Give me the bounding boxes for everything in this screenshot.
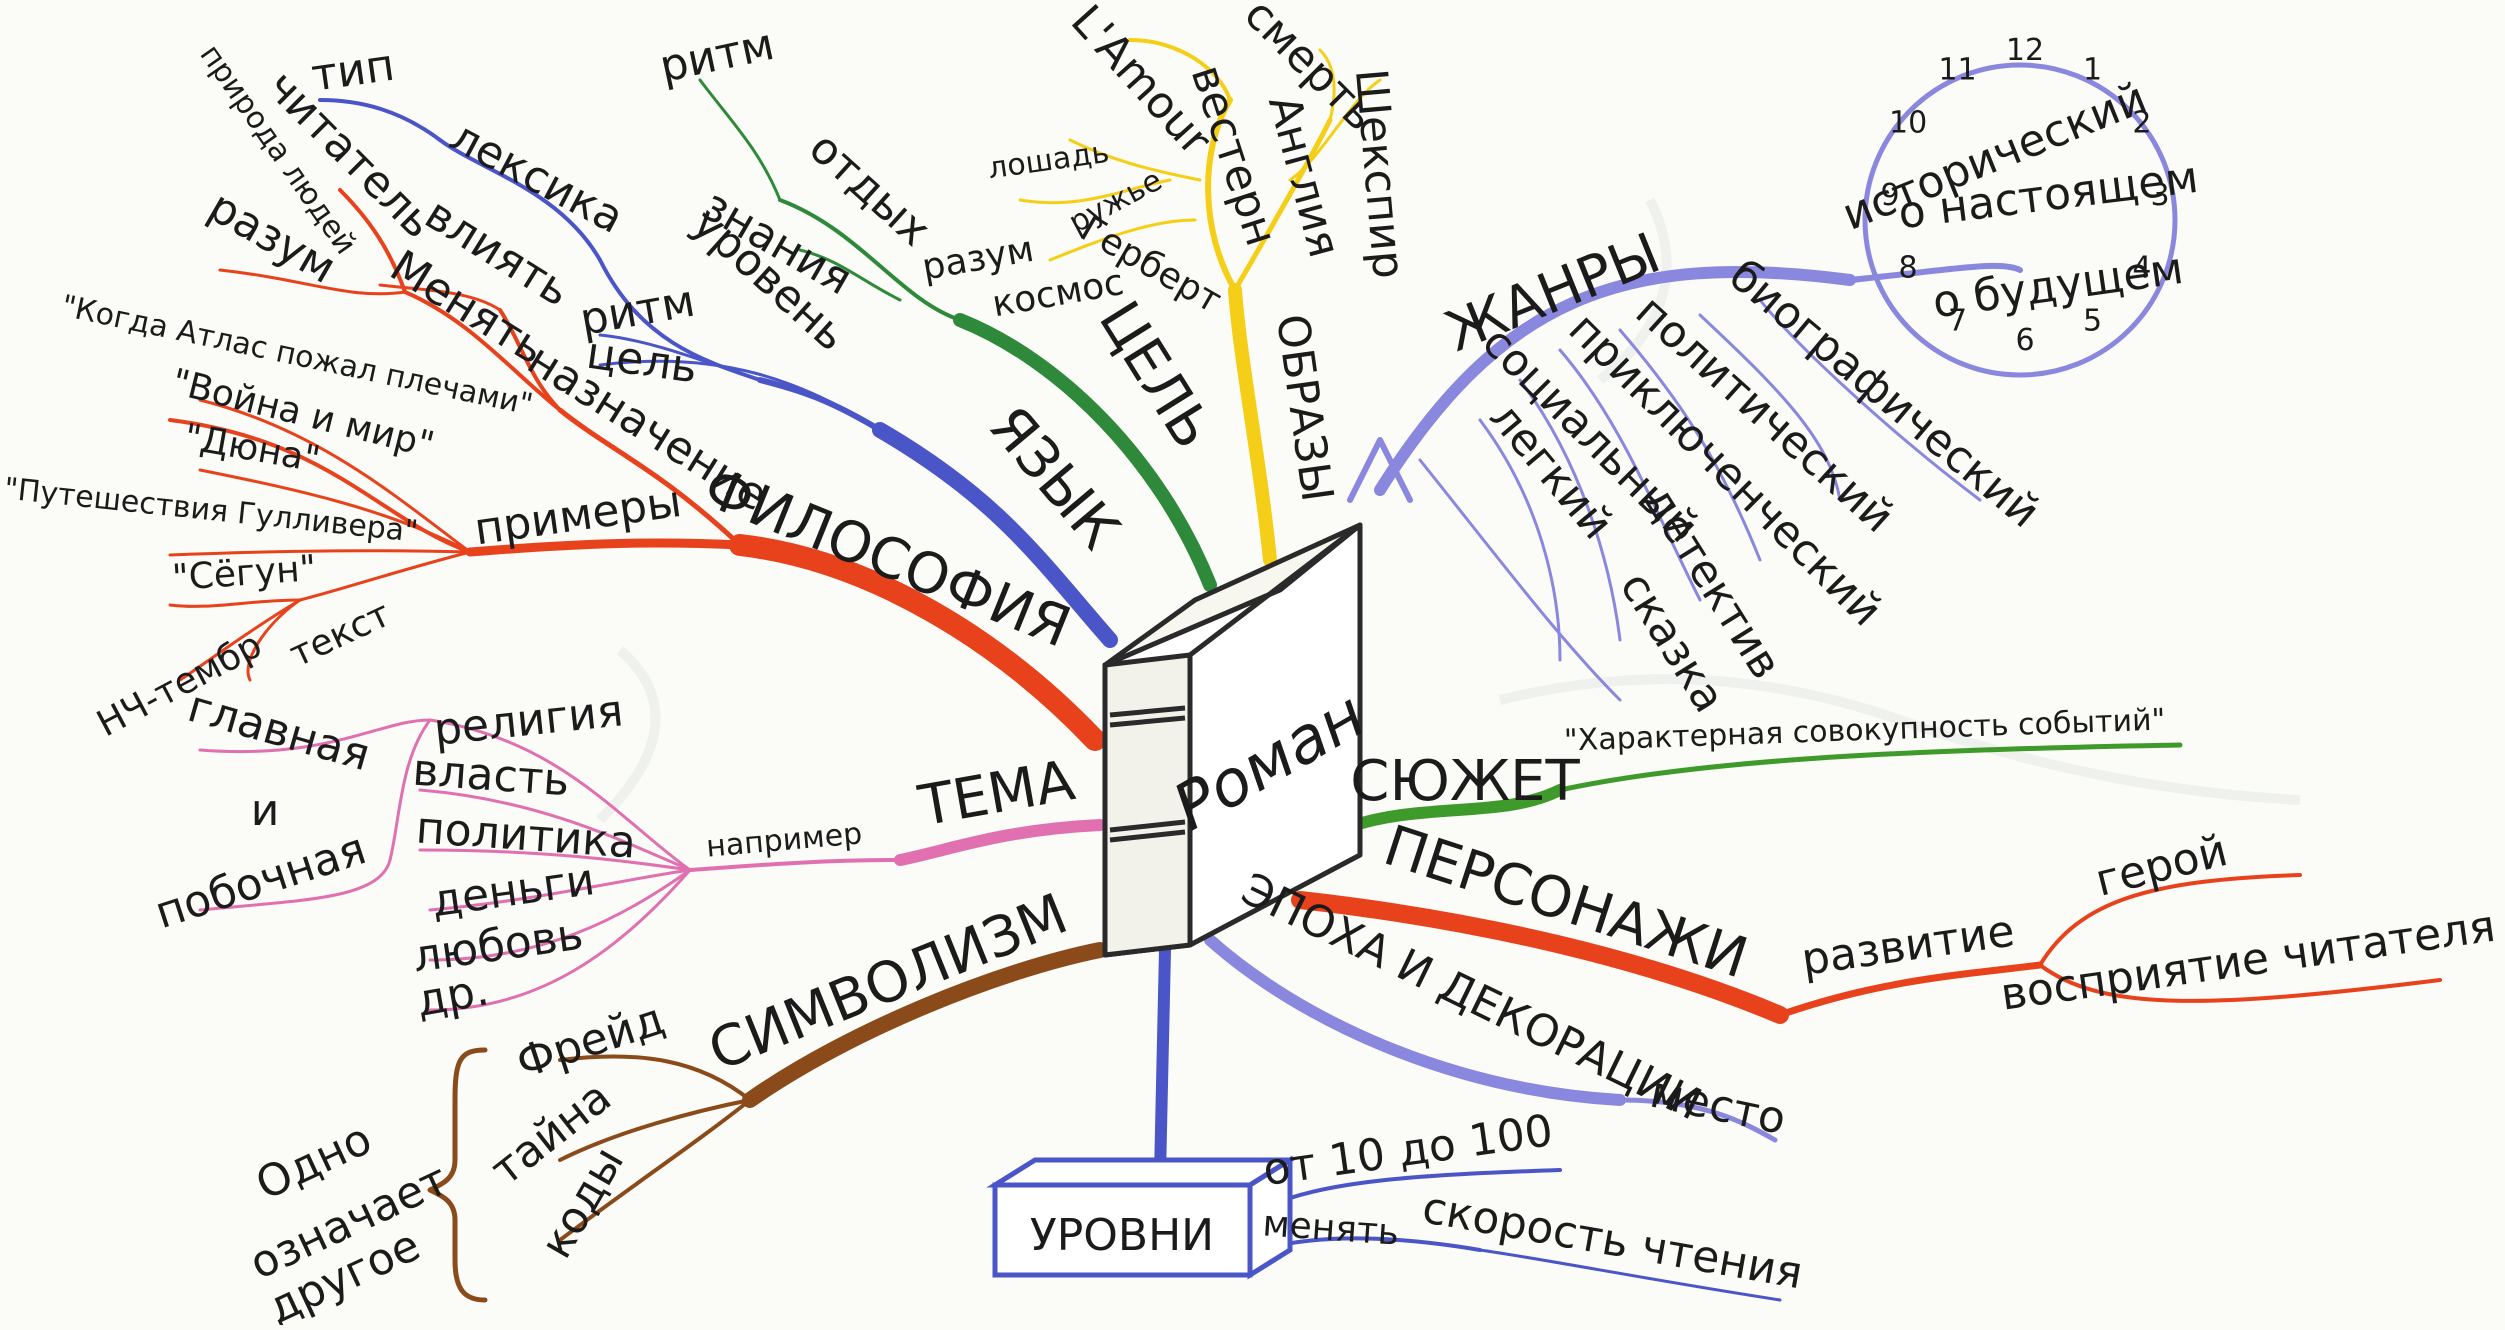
language-branch-lines — [318, 98, 1118, 648]
plot-branch-lines — [1334, 742, 2183, 836]
philosophy-branch-lines — [168, 188, 1106, 751]
characters-vospriyatie: восприятие читателя — [1998, 901, 2499, 1021]
philosophy-tekst: текст — [284, 594, 397, 676]
theme-branch-lines — [198, 718, 1106, 1012]
philosophy-sublabels: назначение Менять влиять разум читатель … — [2, 38, 776, 745]
levels-menyat: менять — [1261, 1203, 1400, 1253]
clock-number: 7 — [1948, 304, 1967, 339]
clock-number: 1 — [2083, 52, 2102, 87]
goal-sublabels: знания отдых ритм — [655, 19, 940, 305]
levels-skorost: скорость чтения — [1419, 1182, 1807, 1299]
book-icon — [1102, 522, 1363, 958]
clock-number: 3 — [2150, 178, 2169, 213]
characters-geroy: герой — [2090, 825, 2232, 907]
background-watermark — [596, 197, 2301, 824]
levels-ot10: от 10 до 100 — [1260, 1105, 1556, 1196]
images-shekspir: Шекспир — [1345, 67, 1414, 281]
symbolism-label: СИМВОЛИЗМ — [700, 882, 1077, 1085]
levels-label: УРОВНИ — [1030, 1210, 1214, 1261]
theme-sublabels: например религия власть политика деньги … — [149, 681, 864, 1027]
language-tip: тип — [308, 40, 397, 102]
philosophy-gulliver: "Путешествия Гулливера" — [2, 471, 419, 549]
goal-otdyh: отдых — [799, 122, 940, 256]
images-sublabels: L'Amour вестерн лошадь ружье разум Гербе… — [919, 0, 1414, 325]
theme-glavnaya: главная — [182, 681, 375, 781]
theme-i: и — [251, 785, 280, 836]
images-vestern: вестерн — [1181, 59, 1287, 252]
levels-box — [986, 1155, 1299, 1280]
images-loshad: лошадь — [986, 135, 1111, 187]
goal-branch-lines — [698, 78, 1217, 592]
characters-branch-lines — [1291, 873, 2442, 1024]
genres-clock-numbers: 12 12 3 45 6 78 9 10 11 — [1880, 33, 2169, 358]
clock-number: 12 — [2006, 33, 2044, 68]
clock-number: 11 — [1938, 52, 1976, 87]
symbolism-branch-lines — [427, 942, 1108, 1303]
clock-number: 10 — [1889, 106, 1927, 141]
clock-number: 2 — [2132, 106, 2151, 141]
goal-ritm: ритм — [655, 19, 778, 93]
theme-vlast: власть — [411, 745, 571, 807]
epoch-mesto: место — [1646, 1067, 1791, 1145]
theme-naprimer: например — [705, 816, 864, 864]
clock-number: 5 — [2083, 304, 2102, 339]
theme-religiya: религия — [431, 685, 625, 756]
clock-number: 8 — [1899, 251, 1918, 286]
plot-label: СЮЖЕТ — [1350, 749, 1580, 814]
clock-number: 4 — [2132, 251, 2151, 286]
genres-branch-lines — [1347, 62, 2178, 702]
clock-number: 6 — [2015, 323, 2034, 358]
theme-dr: др. — [412, 964, 492, 1027]
theme-pobochnaya: побочная — [149, 823, 372, 939]
genres-sublabels: биографический политический приключенчес… — [1472, 72, 2201, 721]
epoch-branch-lines — [1204, 934, 1778, 1143]
images-label: ОБРАЗЫ — [1266, 311, 1343, 505]
images-branch-lines — [1018, 38, 1382, 567]
philosophy-segun: "Сёгун" — [171, 548, 318, 599]
clock-number: 9 — [1880, 178, 1899, 213]
